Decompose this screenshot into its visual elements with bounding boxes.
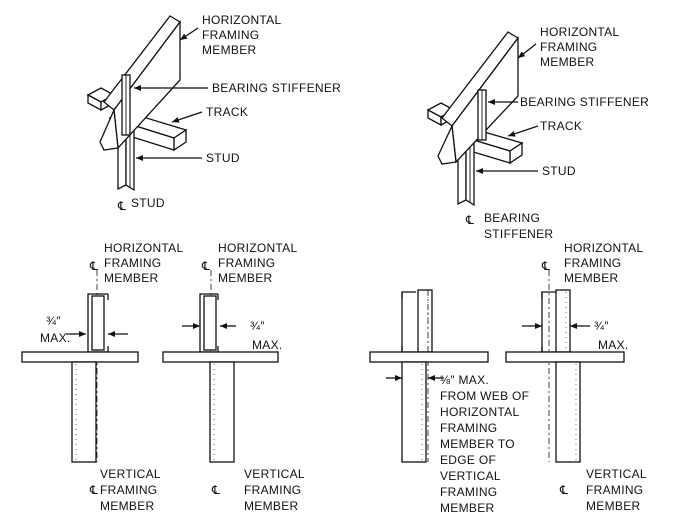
horizontal-member-channel [401,291,416,353]
track-plate [369,351,489,363]
bearing-stiffener [203,295,217,351]
horizontal-member-label-3: MEMBER [218,271,273,285]
vertical-member-label-2: FRAMING [244,483,301,497]
note-line-1: FROM WEB OF [440,389,529,403]
centerline-symbol: ℄ [89,483,98,497]
vertical-framing-member [555,361,581,463]
horizontal-member-label-3: MEMBER [104,271,159,285]
horizontal-member-label-2: FRAMING [564,256,621,270]
stud-centerline-label: STUD [131,196,165,210]
bearing-stiffener-label: BEARING STIFFENER [212,81,341,95]
horizontal-member-label-2: FRAMING [540,40,597,54]
max-label: MAX. [598,338,629,352]
stud-label: STUD [542,164,576,178]
track-label: TRACK [540,119,582,133]
centerline-symbol: ℄ [559,483,568,497]
dimension-label: ¾″ [594,319,609,333]
horizontal-member-label-1: HORIZONTAL [202,13,281,27]
stud-label: STUD [206,151,240,165]
vertical-member-label-2: FRAMING [586,483,643,497]
vertical-framing-member [209,361,235,463]
horizontal-member-label-3: MEMBER [202,43,257,57]
bearing-stiffener-label: BEARING STIFFENER [520,95,649,109]
horizontal-member-label-1: HORIZONTAL [564,241,643,255]
horizontal-member-label-1: HORIZONTAL [218,241,297,255]
bearing-stiffener-cl-label-1: BEARING [484,211,540,225]
vertical-member-label-2: FRAMING [100,483,157,497]
vertical-member-label-1: VERTICAL [100,467,161,481]
track-plate [21,351,139,363]
centerline-symbol: ℄ [117,199,126,213]
top-right-isometric-detail: ℄ BEARING STIFFENER HORIZONTAL FRAMING M… [426,25,649,241]
bearing-stiffener [555,289,571,353]
max-label: MAX. [40,331,71,345]
dimension-label: ⅛″ MAX. [440,373,489,387]
note-line-4: MEMBER TO [440,437,515,451]
bearing-stiffener-cl-label-2: STIFFENER [484,227,553,241]
vertical-framing-member [401,361,427,463]
dimension-label: ¾″ [250,319,265,333]
track-plate [505,351,625,363]
centerline-symbol: ℄ [89,259,98,273]
horizontal-member-label-1: HORIZONTAL [540,25,619,39]
centerline-symbol: ℄ [211,483,220,497]
centerline-symbol: ℄ [201,259,210,273]
horizontal-member-label-2: FRAMING [202,28,259,42]
vertical-member-label-1: VERTICAL [586,467,647,481]
centerline-symbol: ℄ [541,259,550,273]
note-line-2: HORIZONTAL [440,405,519,419]
section-detail-3: ⅛″ MAX. FROM WEB OF HORIZONTAL FRAMING M… [369,289,529,515]
horizontal-member-label-2: FRAMING [218,256,275,270]
horizontal-member-label-2: FRAMING [104,256,161,270]
bearing-stiffener [417,289,433,353]
section-detail-2: ℄ HORIZONTAL FRAMING MEMBER ¾″ MAX. ℄ VE… [162,241,305,513]
note-line-8: MEMBER [440,501,495,515]
note-line-7: FRAMING [440,485,497,499]
note-line-6: VERTICAL [440,469,501,483]
note-line-5: EDGE OF [440,453,496,467]
vertical-framing-member [71,361,97,463]
horizontal-member-label-3: MEMBER [540,55,595,69]
section-detail-4: ℄ HORIZONTAL FRAMING MEMBER ¾″ MAX. ℄ VE… [505,241,647,513]
note-line-3: FRAMING [440,421,497,435]
centerline-symbol: ℄ [465,213,474,227]
section-detail-1: ℄ HORIZONTAL FRAMING MEMBER ¾″ MAX. ℄ VE… [21,241,183,513]
top-left-isometric-detail: ℄ STUD HORIZONTAL FRAMING MEMBER BEARING… [86,13,341,213]
dimension-label: ¾″ [46,314,61,328]
horizontal-member-label-1: HORIZONTAL [104,241,183,255]
vertical-member-label-3: MEMBER [100,499,155,513]
track-label: TRACK [206,105,248,119]
vertical-member-label-3: MEMBER [586,499,641,513]
vertical-member-label-3: MEMBER [244,499,299,513]
vertical-member-label-1: VERTICAL [244,467,305,481]
max-label: MAX. [252,338,283,352]
track-plate [162,351,279,363]
bearing-stiffener [91,295,105,351]
horizontal-member-label-3: MEMBER [564,271,619,285]
